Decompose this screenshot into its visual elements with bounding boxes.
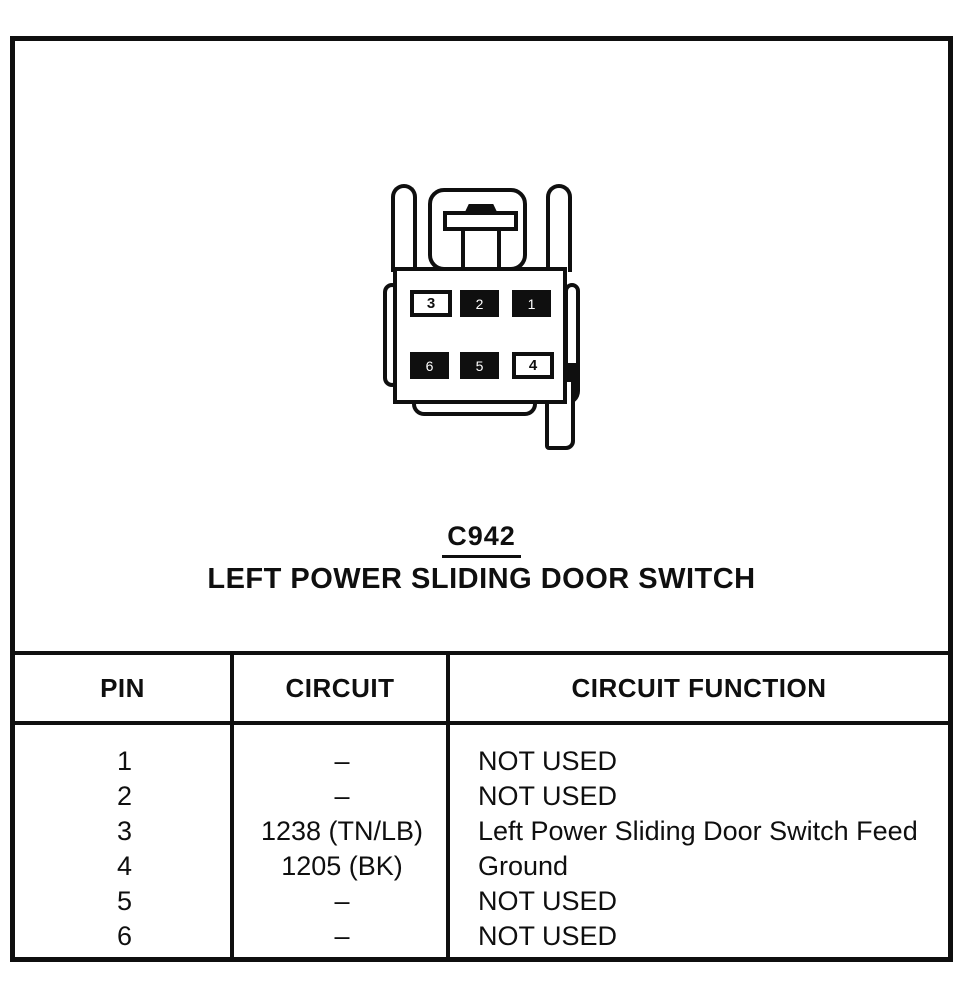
table-row: 1 – NOT USED bbox=[15, 744, 948, 779]
circuit-cell: 1238 (TN/LB) bbox=[260, 816, 424, 846]
function-cell: NOT USED bbox=[478, 886, 618, 916]
pinout-table: PIN CIRCUIT CIRCUIT FUNCTION 1 – NOT USE… bbox=[15, 651, 948, 957]
connector-body: 3 2 1 6 5 4 bbox=[393, 267, 567, 404]
pin-cavity-2: 2 bbox=[460, 290, 499, 317]
pin-cell: 6 bbox=[116, 921, 133, 951]
function-cell: Ground bbox=[478, 851, 569, 881]
pin-cavity-1: 1 bbox=[512, 290, 551, 317]
pin-cavity-5: 5 bbox=[460, 352, 499, 379]
function-cell: Left Power Sliding Door Switch Feed bbox=[478, 816, 918, 846]
connector-latch-stem bbox=[461, 229, 501, 271]
table-row: 2 – NOT USED bbox=[15, 779, 948, 814]
column-divider bbox=[230, 725, 234, 957]
table-body: 1 – NOT USED 2 – NOT USED 3 1238 (TN/LB)… bbox=[15, 725, 948, 957]
header-pin: PIN bbox=[15, 655, 234, 721]
circuit-cell: – bbox=[334, 886, 350, 916]
connector-latch-detent bbox=[464, 204, 498, 214]
pin-cell: 4 bbox=[116, 851, 133, 881]
header-circuit: CIRCUIT bbox=[234, 655, 450, 721]
pin-cell: 3 bbox=[116, 816, 133, 846]
connector-latch-bar bbox=[443, 211, 518, 231]
pin-cell: 1 bbox=[116, 746, 133, 776]
pin-cavity-6: 6 bbox=[410, 352, 449, 379]
pin-cavity-3: 3 bbox=[410, 290, 452, 317]
diagram-frame: PIN CIRCUIT CIRCUIT FUNCTION 1 – NOT USE… bbox=[10, 36, 953, 962]
table-row: 5 – NOT USED bbox=[15, 884, 948, 919]
connector-id: C942 bbox=[442, 521, 521, 558]
column-divider bbox=[446, 725, 450, 957]
circuit-cell: – bbox=[334, 781, 350, 811]
pin-cavity-4: 4 bbox=[512, 352, 554, 379]
circuit-cell: 1205 (BK) bbox=[281, 851, 403, 881]
function-cell: NOT USED bbox=[478, 921, 618, 951]
header-circuit-function: CIRCUIT FUNCTION bbox=[571, 672, 827, 703]
function-cell: NOT USED bbox=[478, 781, 618, 811]
circuit-cell: – bbox=[334, 921, 350, 951]
table-header-row: PIN CIRCUIT CIRCUIT FUNCTION bbox=[15, 655, 948, 725]
table-row: 4 1205 (BK) Ground bbox=[15, 849, 948, 884]
pin-cell: 2 bbox=[116, 781, 133, 811]
connector-id-row: C942 bbox=[10, 521, 953, 558]
connector-left-tab bbox=[391, 184, 417, 272]
function-cell: NOT USED bbox=[478, 746, 618, 776]
circuit-cell: – bbox=[334, 746, 350, 776]
connector-title: LEFT POWER SLIDING DOOR SWITCH bbox=[207, 563, 756, 595]
connector-drawing: 3 2 1 6 5 4 bbox=[383, 183, 583, 455]
connector-right-tab bbox=[546, 184, 572, 272]
table-row: 3 1238 (TN/LB) Left Power Sliding Door S… bbox=[15, 814, 948, 849]
table-row: 6 – NOT USED bbox=[15, 919, 948, 954]
pin-cell: 5 bbox=[116, 886, 133, 916]
